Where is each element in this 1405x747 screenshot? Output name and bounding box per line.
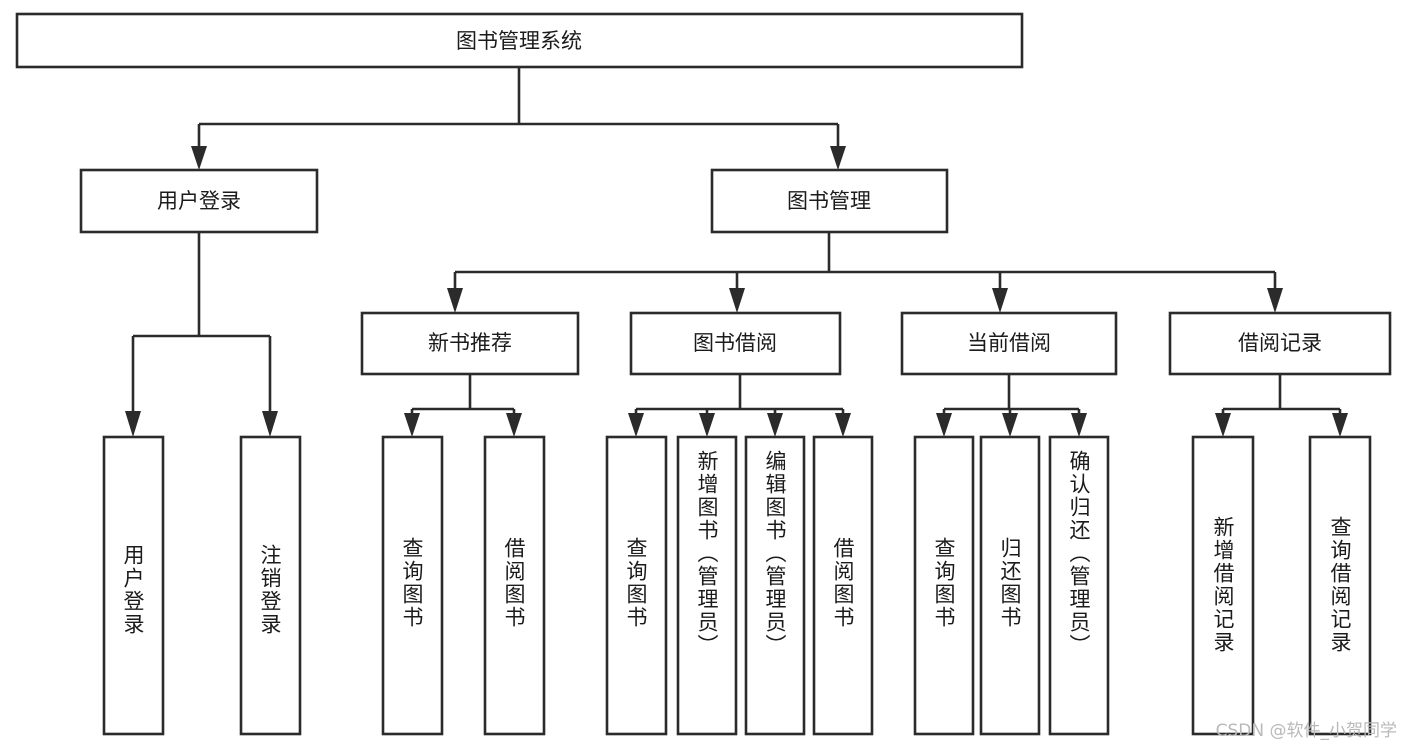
arrow-head-add-book [699,413,715,437]
leaf-node-return-book-box[interactable] [979,435,1041,736]
arrow-head-current-borrow [992,288,1008,313]
arrow-head-add-borrow-record [1215,413,1231,437]
leaf-node-borrow-book-rec-box[interactable] [483,435,546,736]
arrow-head-query-book-3 [936,413,952,437]
node-root-system[interactable]: 图书管理系统 [15,12,1024,69]
arrow-head-confirm-return [1071,413,1087,437]
node-book-borrow[interactable]: 图书借阅 [629,311,842,376]
node-new-book-recommend[interactable]: 新书推荐 [360,311,580,376]
leaf-node-borrow-book-borrow-box[interactable] [812,435,874,736]
leaf-node-add-book-admin-box[interactable] [676,435,738,736]
node-new-book-recommend-box[interactable] [360,311,580,376]
node-current-borrow-box[interactable] [900,311,1118,376]
connector-group-book-mgmt-to-level3 [447,232,1283,313]
leaf-node-user-login[interactable]: 用户登录 [102,435,165,736]
node-current-borrow[interactable]: 当前借阅 [900,311,1118,376]
leaf-node-edit-book-admin[interactable]: 编辑图书（管理员） [744,435,806,736]
leaf-node-query-book-rec-box[interactable] [381,435,444,736]
leaf-node-add-borrow-record[interactable]: 新增借阅记录 [1191,435,1255,736]
leaf-node-query-book-current-label: 查询图书 [932,537,956,629]
arrow-head-leaf-logout [262,411,278,437]
connector-group-book-borrow-to-leaves [628,374,851,437]
leaf-node-edit-book-admin-label: 编辑图书（管理员） [763,450,787,657]
leaf-node-query-book-current-box[interactable] [913,435,975,736]
node-root-system-box[interactable] [15,12,1024,69]
connector-group-root-to-level2 [191,67,846,170]
leaf-node-borrow-book-borrow-label: 借阅图书 [831,537,855,629]
leaf-node-add-book-admin[interactable]: 新增图书（管理员） [676,435,738,736]
connector-group-borrow-record-to-leaves [1215,374,1348,437]
leaf-node-logout-label: 注销登录 [258,544,282,636]
leaf-node-query-borrow-record-box[interactable] [1308,435,1372,736]
arrow-head-user-login [191,146,207,170]
arrow-head-new-book-rec [447,288,463,313]
arrow-head-book-borrow [729,288,745,313]
leaf-node-confirm-return-admin-box[interactable] [1048,435,1110,736]
node-borrow-record-label: 借阅记录 [1238,331,1322,355]
leaf-node-confirm-return-admin[interactable]: 确认归还（管理员） [1048,435,1110,736]
leaf-node-borrow-book-borrow[interactable]: 借阅图书 [812,435,874,736]
leaf-node-query-book-borrow[interactable]: 查询图书 [605,435,668,736]
leaf-node-borrow-book-rec-label: 借阅图书 [502,537,526,629]
leaf-node-query-borrow-record[interactable]: 查询借阅记录 [1308,435,1372,736]
leaf-node-return-book[interactable]: 归还图书 [979,435,1041,736]
arrow-head-return-book [1002,413,1018,437]
node-borrow-record[interactable]: 借阅记录 [1168,311,1392,376]
leaf-node-query-book-rec-label: 查询图书 [400,537,424,629]
arrow-head-leaf-user-login [125,411,141,437]
arrow-head-borrow-book-1 [506,413,522,437]
node-book-management-box[interactable] [710,168,949,234]
connector-group-current-borrow-to-leaves [936,374,1087,437]
arrow-head-borrow-record [1267,288,1283,313]
leaf-node-logout-box[interactable] [239,435,302,736]
arrow-head-book-mgmt [830,146,846,170]
leaf-node-query-book-rec[interactable]: 查询图书 [381,435,444,736]
arrow-head-query-book-1 [404,413,420,437]
arrow-head-edit-book [767,413,783,437]
leaf-node-add-book-admin-label: 新增图书（管理员） [695,450,719,657]
leaf-node-logout[interactable]: 注销登录 [239,435,302,736]
connector-group-new-book-rec-to-leaves [404,374,522,437]
node-book-borrow-label: 图书借阅 [693,331,777,355]
leaf-node-user-login-label: 用户登录 [121,544,145,636]
leaf-node-query-borrow-record-label: 查询借阅记录 [1328,516,1352,654]
leaf-node-user-login-box[interactable] [102,435,165,736]
node-user-login-label: 用户登录 [157,189,241,213]
leaf-node-add-borrow-record-box[interactable] [1191,435,1255,736]
leaf-node-query-book-borrow-box[interactable] [605,435,668,736]
arrow-head-query-borrow-record [1332,413,1348,437]
connector-group-user-login-to-leaves [125,232,278,437]
node-borrow-record-box[interactable] [1168,311,1392,376]
leaf-node-confirm-return-admin-label: 确认归还（管理员） [1067,450,1091,657]
leaf-node-borrow-book-rec[interactable]: 借阅图书 [483,435,546,736]
node-new-book-recommend-label: 新书推荐 [428,331,512,355]
node-user-login-box[interactable] [79,168,319,234]
leaf-node-add-borrow-record-label: 新增借阅记录 [1211,516,1235,654]
node-book-borrow-box[interactable] [629,311,842,376]
arrow-head-borrow-book-2 [835,413,851,437]
node-user-login[interactable]: 用户登录 [79,168,319,234]
node-book-management-label: 图书管理 [787,189,871,213]
leaf-node-query-book-current[interactable]: 查询图书 [913,435,975,736]
node-root-system-label: 图书管理系统 [456,29,582,53]
leaf-node-edit-book-admin-box[interactable] [744,435,806,736]
arrow-head-query-book-2 [628,413,644,437]
node-current-borrow-label: 当前借阅 [967,331,1051,355]
leaf-node-return-book-label: 归还图书 [998,537,1022,629]
node-book-management[interactable]: 图书管理 [710,168,949,234]
leaf-node-query-book-borrow-label: 查询图书 [624,537,648,629]
